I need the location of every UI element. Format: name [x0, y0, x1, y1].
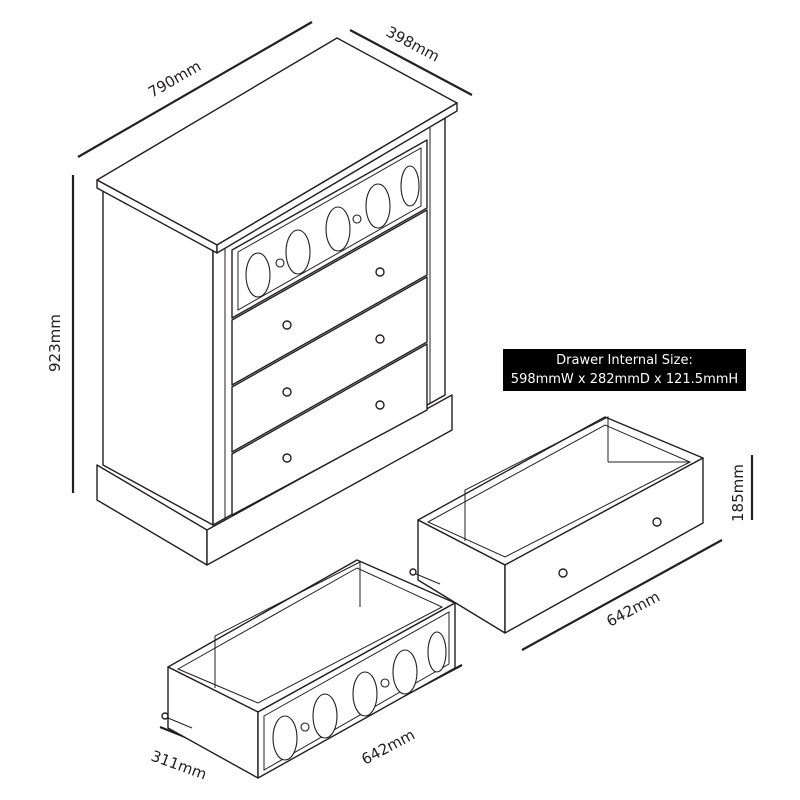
fretwork-pattern-icon [272, 631, 447, 761]
dimension-depth-label: 398mm [383, 23, 443, 66]
info-size: 598mmW x 282mmD x 121.5mmH [510, 372, 739, 387]
fretwork-pattern-icon [245, 165, 420, 298]
chest [96, 37, 458, 566]
dimension-drawer-length-bottom-label: 642mm [358, 725, 418, 768]
info-title: Drawer Internal Size: [556, 353, 693, 368]
knob-icon [282, 267, 385, 463]
dimension-height-label: 923mm [46, 314, 64, 372]
dimension-drawer-height-label: 185mm [729, 464, 747, 522]
knob-icon [558, 568, 568, 578]
dimension-width-label: 790mm [145, 57, 204, 102]
open-drawer-decorative [161, 559, 456, 779]
dimension-height: 923mm [46, 175, 75, 493]
knob-icon [652, 517, 662, 527]
dimension-drawer-height: 185mm [729, 455, 754, 522]
open-drawer-plain [409, 416, 704, 634]
dimension-drawer-length-top-label: 642mm [603, 587, 663, 630]
dimension-drawer-front-depth-label: 311mm [149, 747, 210, 784]
drawer-internal-size-label: Drawer Internal Size: 598mmW x 282mmD x … [503, 349, 746, 391]
